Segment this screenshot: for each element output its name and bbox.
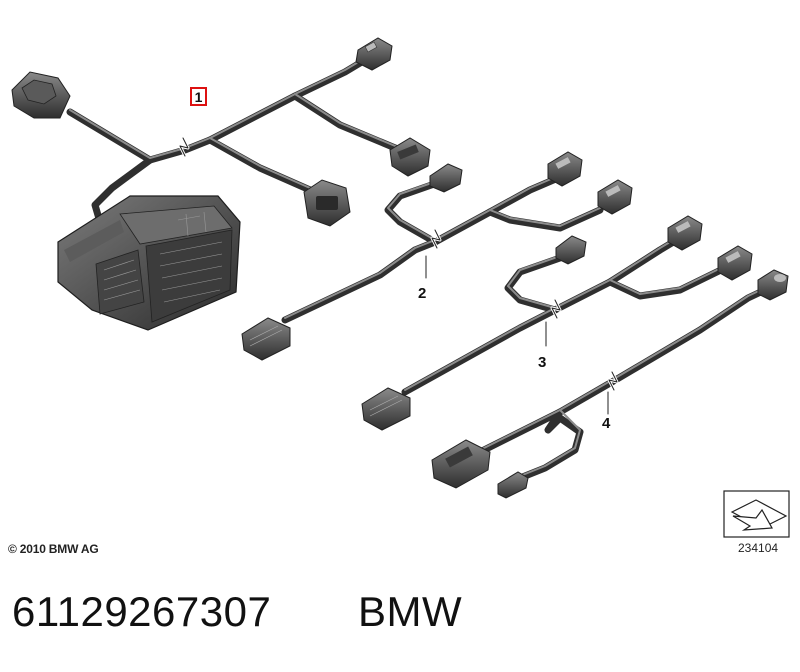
diagram-number: 234104 [738,541,779,555]
connector-1c [389,137,431,177]
copyright-text: © 2010 BMW AG [8,542,99,556]
connector-4b [431,439,491,489]
callout-4: 4 [602,415,611,432]
connector-3c [717,245,753,281]
callout-1-box: 1 [190,87,207,106]
callout-3: 3 [538,354,547,371]
connector-4a [757,269,789,301]
control-unit [57,195,241,331]
connector-3b [667,215,703,251]
connector-1d [303,179,351,227]
connector-2b [547,151,583,187]
harness-4 [476,286,769,482]
connector-4c [497,471,529,499]
connector-2d [241,317,291,361]
callout-2: 2 [418,285,427,302]
connector-3d [361,387,411,431]
brand-name: BMW [358,588,463,635]
diagram-icon [723,490,790,538]
harness-3 [401,234,729,396]
connector-2a [429,163,463,193]
part-number: 61129267307 [12,588,272,635]
connector-1b [11,71,71,119]
harness-1 [66,56,404,226]
connector-2c [597,179,633,215]
connector-3a [555,235,587,265]
harness-2 [281,174,604,324]
connector-1a [355,37,393,71]
